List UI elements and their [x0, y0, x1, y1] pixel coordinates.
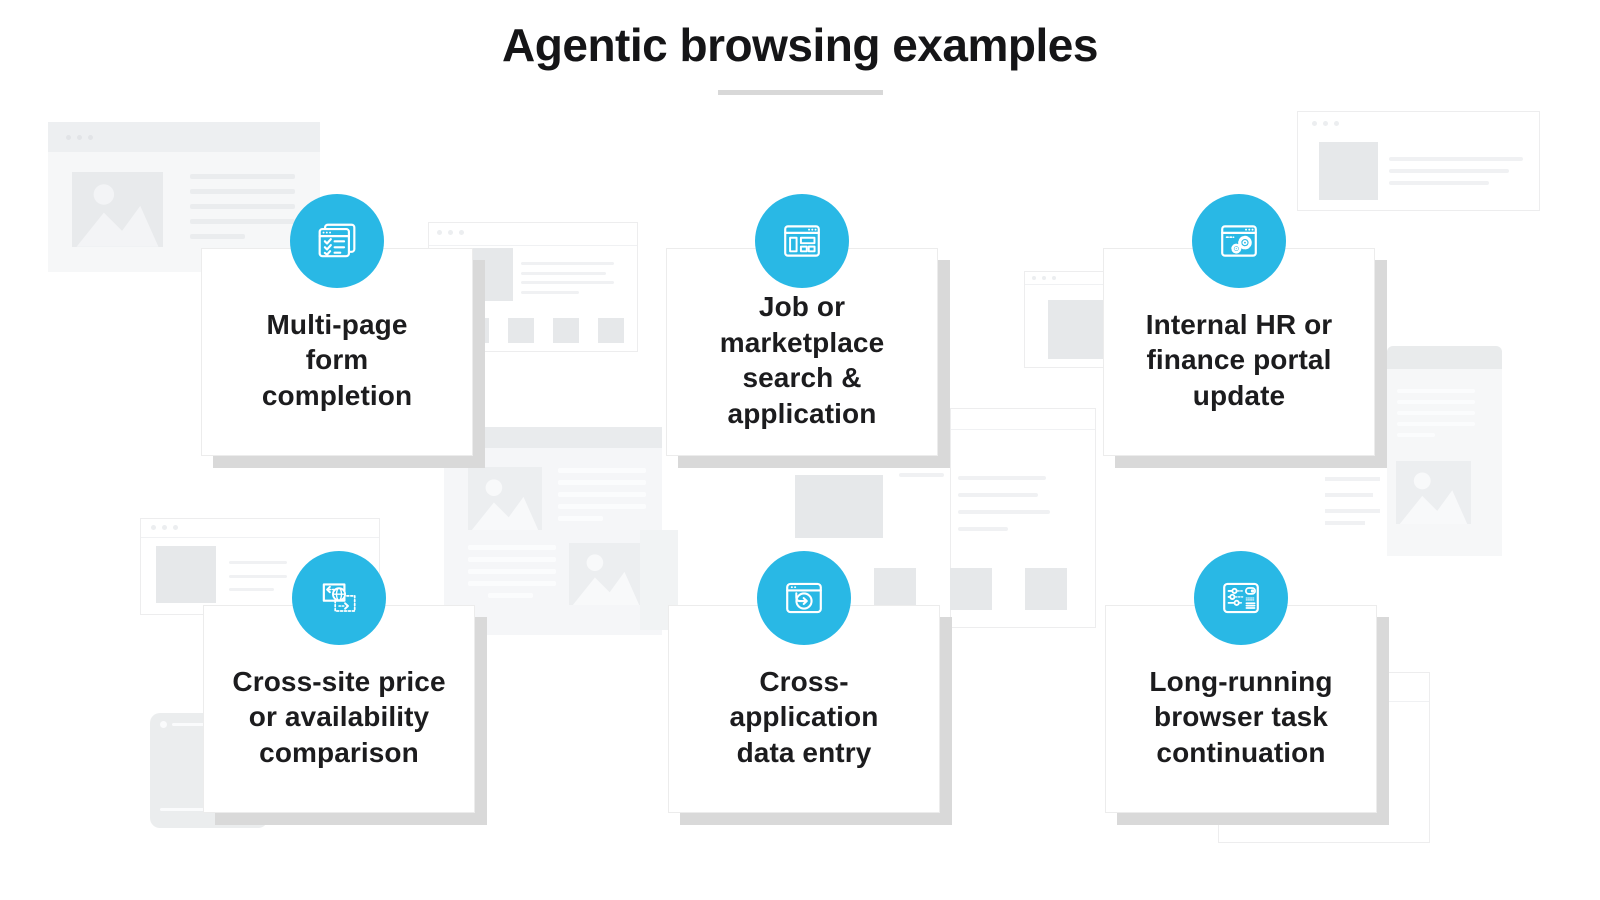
bg-text-line [229, 575, 287, 578]
card-job-marketplace-search: Job or marketplace search & application [666, 194, 938, 456]
bg-text-line [1397, 400, 1475, 404]
bg-text-line [958, 527, 1008, 531]
card-cross-site-price-comparison: Cross-site price or availability compari… [203, 551, 475, 813]
bg-thumbnail [874, 568, 916, 610]
bg-text-line [958, 493, 1038, 497]
bg-text-line [1397, 433, 1435, 437]
bg-text-line [521, 291, 579, 294]
bg-text-line [190, 174, 295, 179]
bg-window-dots [1312, 121, 1339, 126]
bg-image-placeholder [569, 543, 643, 605]
bg-window-dots [1032, 276, 1056, 280]
bg-text-line [468, 569, 556, 574]
bg-text-line [172, 723, 212, 726]
bg-text-line [1397, 389, 1475, 393]
bg-image-placeholder [1319, 142, 1378, 200]
bg-thumbnail [553, 318, 579, 343]
bg-window-header [444, 427, 662, 448]
bg-image-placeholder [795, 475, 883, 538]
bg-text-line [1397, 411, 1475, 415]
browser-gears-icon [1192, 194, 1286, 288]
bg-text-line [488, 593, 533, 598]
bg-text-line [899, 473, 944, 477]
bg-image-placeholder [468, 467, 542, 530]
bg-text-line [1389, 157, 1523, 161]
bg-text-line [468, 545, 556, 550]
bg-text-line [190, 219, 295, 224]
bg-text-line [1325, 509, 1380, 513]
cross-site-globe-arrows-icon [292, 551, 386, 645]
bg-text-line [190, 189, 295, 194]
bg-browser-window-small [1024, 271, 1104, 368]
browser-sliders-icon [1194, 551, 1288, 645]
bg-image-placeholder [156, 546, 216, 603]
bg-page-wireframe-center [444, 427, 662, 635]
marketplace-listing-window-icon [755, 194, 849, 288]
bg-text-line [558, 516, 603, 521]
bg-browser-window-top-right [1297, 111, 1540, 211]
bg-window-divider [141, 537, 379, 538]
bg-window-dots [437, 230, 464, 235]
bg-image-placeholder [1396, 461, 1471, 524]
bg-thumbnail [508, 318, 534, 343]
multi-window-checklist-icon [290, 194, 384, 288]
bg-text-line [521, 281, 614, 284]
bg-text-line [190, 234, 245, 239]
bg-text-line [468, 557, 556, 562]
card-label: Long-running browser task continuation [1149, 665, 1333, 768]
bg-thumbnail [950, 568, 992, 610]
bg-text-line [1325, 477, 1380, 481]
bg-window-dots [151, 525, 178, 530]
bg-image-placeholder [72, 172, 163, 247]
card-long-running-task-continuation: Long-running browser task continuation [1105, 551, 1377, 813]
bg-image-placeholder [1048, 300, 1103, 359]
bg-text-line [1325, 521, 1365, 525]
bg-window-header [1387, 346, 1502, 369]
bg-text-line [558, 468, 646, 473]
bg-thumbnail [598, 318, 624, 343]
bg-text-line [558, 504, 646, 509]
bg-text-line [1397, 422, 1475, 426]
bg-window-divider [1025, 284, 1103, 285]
browser-sync-arrow-icon [757, 551, 851, 645]
page-title: Agentic browsing examples [502, 19, 1098, 71]
bg-text-line [521, 262, 614, 265]
card-label: Cross-site price or availability compari… [232, 665, 446, 768]
bg-text-line [160, 808, 208, 811]
card-label: Job or marketplace search & application [719, 291, 885, 429]
bg-window-divider [951, 429, 1095, 430]
bg-text-line [1389, 181, 1489, 185]
bg-page-wireframe-right [1387, 346, 1502, 556]
bg-browser-window-top-left [48, 122, 320, 272]
card-multi-page-form-completion: Multi-page form completion [201, 194, 473, 456]
bg-tablet-dot [160, 721, 167, 728]
bg-window-header [48, 122, 320, 152]
title-underline-divider [718, 90, 883, 95]
bg-text-line [558, 480, 646, 485]
bg-text-line [958, 510, 1050, 514]
card-internal-hr-finance-portal: Internal HR or finance portal update [1103, 194, 1375, 456]
card-label: Internal HR or finance portal update [1145, 308, 1333, 411]
bg-text-line [190, 204, 295, 209]
bg-window-divider [429, 245, 637, 246]
card-label: Cross- application data entry [729, 665, 879, 768]
bg-text-line [558, 492, 646, 497]
bg-text-line [958, 476, 1046, 480]
bg-thumbnail [1025, 568, 1067, 610]
bg-text-line [468, 581, 556, 586]
bg-text-line [1389, 169, 1509, 173]
bg-window-dots [66, 135, 93, 140]
card-label: Multi-page form completion [261, 308, 413, 411]
card-cross-application-data-entry: Cross- application data entry [668, 551, 940, 813]
bg-text-line [1325, 493, 1373, 497]
bg-text-line [229, 588, 274, 591]
bg-text-line [229, 561, 287, 564]
bg-text-line [521, 272, 606, 275]
